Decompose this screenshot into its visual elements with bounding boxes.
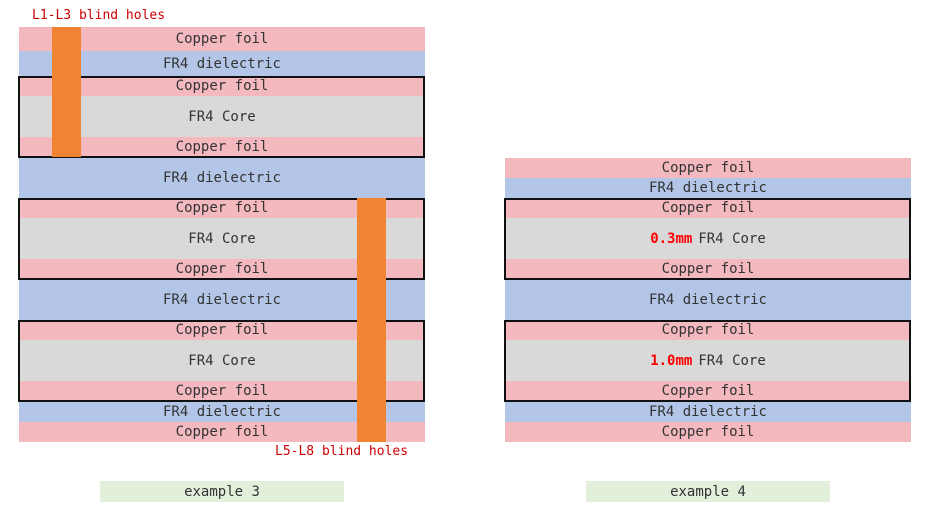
ex3-core-outline-2: [18, 198, 425, 280]
ex4-layer-core-2: 1.0mm FR4 Core: [505, 340, 911, 381]
ex4-layer-copper-3: Copper foil: [505, 259, 911, 279]
ex4-layer-copper-2: Copper foil: [505, 198, 911, 218]
ex3-layer-copper-2: Copper foil: [19, 76, 425, 96]
ex4-layer-copper-5: Copper foil: [505, 381, 911, 401]
ex3-layer-copper-3: Copper foil: [19, 137, 425, 157]
ex3-layer-core-1: FR4 Core: [19, 96, 425, 137]
ex3-layer-copper-1: Copper foil: [19, 27, 425, 51]
ex3-layer-dielectric-4: FR4 dielectric: [19, 401, 425, 422]
ex4-layer-copper-4: Copper foil: [505, 320, 911, 340]
ex3-label-l5-l8: L5-L8 blind holes: [275, 444, 409, 459]
ex3-layer-copper-8: Copper foil: [19, 422, 425, 442]
ex4-layer-dielectric-1: FR4 dielectric: [505, 178, 911, 198]
ex3-label-l1-l3: L1-L3 blind holes: [32, 8, 166, 23]
ex4-layer-copper-6: Copper foil: [505, 422, 911, 442]
ex3-layer-copper-4: Copper foil: [19, 198, 425, 218]
ex4-core-outline-2: [504, 320, 911, 402]
ex4-layer-dielectric-2: FR4 dielectric: [505, 279, 911, 320]
ex4-core2-label: FR4 Core: [698, 352, 766, 369]
ex3-layer-dielectric-1: FR4 dielectric: [19, 51, 425, 76]
ex3-caption: example 3: [100, 481, 344, 502]
ex3-layer-copper-6: Copper foil: [19, 320, 425, 340]
ex3-core-outline-3: [18, 320, 425, 402]
ex3-core-outline-1: [18, 76, 425, 158]
ex4-layer-core-1: 0.3mm FR4 Core: [505, 218, 911, 259]
ex3-layer-copper-5: Copper foil: [19, 259, 425, 279]
ex3-blind-via-l5-l8: [357, 198, 386, 442]
ex4-caption: example 4: [586, 481, 830, 502]
ex3-layer-dielectric-2: FR4 dielectric: [19, 157, 425, 198]
ex4-layer-dielectric-3: FR4 dielectric: [505, 401, 911, 422]
ex4-core2-thickness: 1.0mm: [650, 352, 693, 369]
ex4-core1-thickness: 0.3mm: [650, 230, 693, 247]
ex3-blind-via-l1-l3: [52, 27, 81, 157]
ex4-layer-copper-1: Copper foil: [505, 158, 911, 178]
ex4-core1-label: FR4 Core: [698, 230, 766, 247]
ex3-layer-copper-7: Copper foil: [19, 381, 425, 401]
ex4-core-outline-1: [504, 198, 911, 280]
